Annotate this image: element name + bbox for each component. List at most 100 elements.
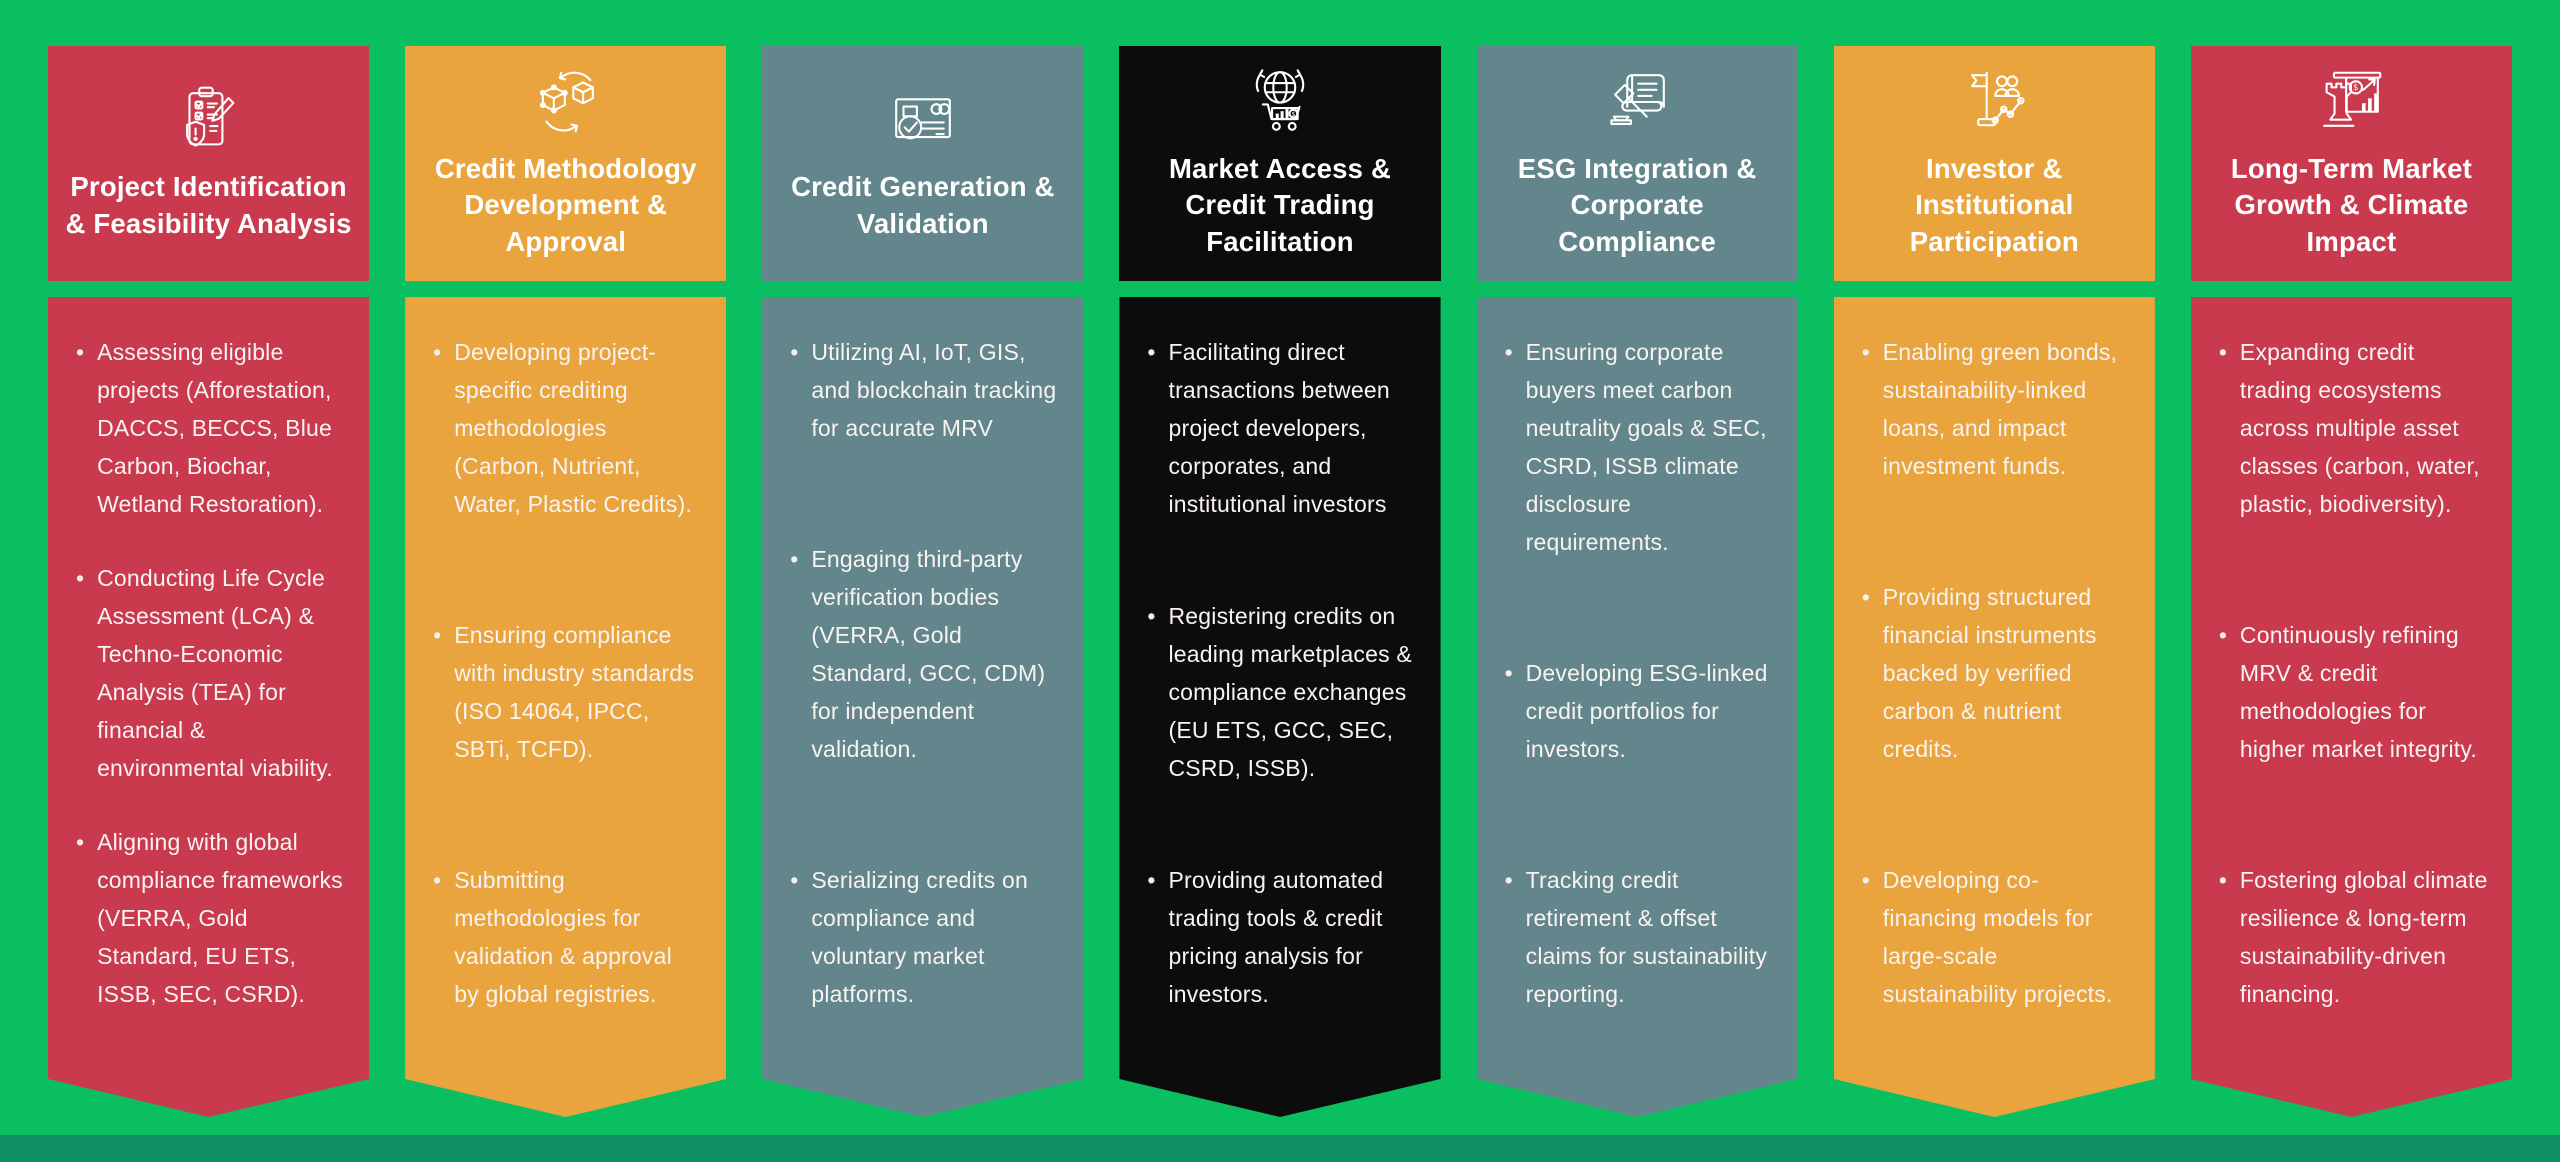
bullet-text: Utilizing AI, IoT, GIS, and blockchain t… [811, 339, 1057, 441]
bullet-text: Continuously refining MRV & credit metho… [2239, 622, 2477, 762]
bullet-list: • Assessing eligible projects (Afforestat… [68, 333, 345, 1013]
bullet-list: • Ensuring corporate buyers meet carbon n… [1497, 333, 1774, 1013]
bullet-marker: • [2218, 867, 2227, 893]
bullet-item: • Ensuring corporate buyers meet carbon n… [1497, 333, 1774, 561]
bullet-marker: • [1147, 603, 1156, 629]
bullet-item: • Developing project-specific crediting m… [425, 333, 702, 523]
cubes-cycle-arrows-icon [527, 63, 605, 141]
column-title: Credit Generation & Validation [791, 171, 1055, 239]
bullet-marker: • [2218, 622, 2227, 648]
bullet-item: • Ensuring compliance with industry stand… [425, 616, 702, 768]
bullet-text: Aligning with global compliance framewor… [97, 829, 343, 1007]
bullet-list: • Utilizing AI, IoT, GIS, and blockchain … [782, 333, 1059, 1013]
column-body: • Expanding credit trading ecosystems acr… [2191, 297, 2512, 1117]
bullet-item: • Utilizing AI, IoT, GIS, and blockchain … [782, 333, 1059, 447]
column-title: Investor & Institutional Participation [1909, 153, 2079, 257]
bullet-text: Ensuring compliance with industry standa… [454, 622, 695, 762]
column-credit-generation: Credit Generation & Validation • Utilizin… [762, 46, 1084, 1117]
bullet-list: • Developing project-specific crediting m… [425, 333, 702, 1013]
bullet-item: •Facilitating direct transactions betwee… [1139, 333, 1416, 523]
column-header: Project Identification & Feasibility Ana… [48, 46, 370, 281]
bullet-item: • Enabling green bonds, sustainability-li… [1854, 333, 2131, 485]
column-body: • Facilitating direct transactions betwee… [1119, 297, 1440, 1117]
bullet-marker: • [1861, 584, 1870, 610]
bullet-marker: • [76, 339, 85, 365]
bullet-marker: • [790, 867, 799, 893]
column-credit-methodology: Credit Methodology Development & Approva… [405, 46, 727, 1117]
chess-rook-chart-icon: $ [2312, 63, 2390, 141]
bullet-item: • Fostering global climate resilience & l… [2211, 861, 2488, 1013]
bullet-item: • Conducting Life Cycle Assessment (LCA) … [68, 559, 345, 787]
column-header: Credit Generation & Validation [762, 46, 1084, 281]
column-long-term-growth: $ Long-Term Market Growth & Climate Impa… [2190, 46, 2512, 1117]
column-header: Investor & Institutional Participation [1833, 46, 2155, 281]
column-investor-participation: Investor & Institutional Participation •… [1833, 46, 2155, 1117]
bullet-text: Facilitating direct transactions between… [1168, 339, 1390, 517]
bullet-text: Submitting methodologies for validation … [454, 867, 672, 1007]
column-title: Long-Term Market Growth & Climate Impact [2230, 153, 2472, 257]
column-header: ESG Integration & Corporate Compliance [1476, 46, 1798, 281]
bullet-text: Enabling green bonds, sustainability-lin… [1882, 339, 2118, 479]
bullet-item: • Developing ESG-linked credit portfolios… [1497, 654, 1774, 768]
bullet-item: • Continuously refining MRV & credit meth… [2211, 616, 2488, 768]
bullet-marker: • [76, 829, 85, 855]
column-body: • Utilizing AI, IoT, GIS, and blockchain … [762, 297, 1083, 1117]
bullet-item: • Registering credits on leading marketpl… [1139, 597, 1416, 787]
svg-text:$: $ [2354, 83, 2359, 93]
column-title: Project Identification & Feasibility Ana… [65, 171, 352, 239]
bullet-item: • Submitting methodologies for validation… [425, 861, 702, 1013]
bullet-item: • Developing co-financing models for larg… [1854, 861, 2131, 1013]
bullet-text: Engaging third-party verification bodies… [811, 546, 1046, 762]
clipboard-checklist-shield-pencil-icon [170, 81, 248, 159]
bullet-marker: • [1504, 867, 1513, 893]
column-header: $ Long-Term Market Growth & Climate Impa… [2190, 46, 2512, 281]
bullet-text: Providing automated trading tools & cred… [1168, 867, 1384, 1007]
column-project-identification: Project Identification & Feasibility Ana… [48, 46, 370, 1117]
bullet-item: •Engaging third-party verification bodie… [782, 540, 1059, 768]
certificate-checkmark-icon [884, 81, 962, 159]
column-title: Credit Methodology Development & Approva… [434, 153, 697, 257]
bullet-marker: • [433, 339, 442, 365]
bullet-marker: • [1504, 339, 1513, 365]
column-body: • Assessing eligible projects (Afforestat… [48, 297, 369, 1117]
bullet-text: Tracking credit retirement & offset clai… [1525, 867, 1768, 1007]
bullet-text: Registering credits on leading marketpla… [1168, 603, 1412, 781]
bullet-text: Developing project-specific crediting me… [454, 339, 693, 517]
column-market-access: $ Market Access & Credit Trading Facilit… [1119, 46, 1441, 1117]
bullet-marker: • [1504, 660, 1513, 686]
column-header: $ Market Access & Credit Trading Facilit… [1119, 46, 1441, 281]
column-header: Credit Methodology Development & Approva… [405, 46, 727, 281]
column-body: • Ensuring corporate buyers meet carbon n… [1477, 297, 1798, 1117]
bullet-item: • Providing structured financial instrume… [1854, 578, 2131, 768]
bullet-text: Developing co-financing models for large… [1882, 867, 2113, 1007]
column-title: Market Access & Credit Trading Facilitat… [1168, 153, 1392, 257]
column-title: ESG Integration & Corporate Compliance [1517, 153, 1757, 257]
bullet-item: • Serializing credits on compliance and v… [782, 861, 1059, 1013]
bullet-marker: • [790, 339, 799, 365]
bullet-item: • Tracking credit retirement & offset cla… [1497, 861, 1774, 1013]
globe-trade-cart-icon: $ [1241, 63, 1319, 141]
bullet-text: Providing structured financial instrumen… [1882, 584, 2097, 762]
bullet-text: Developing ESG-linked credit portfolios … [1525, 660, 1768, 762]
bullet-marker: • [1861, 867, 1870, 893]
gavel-document-icon [1598, 63, 1676, 141]
bullet-text: Assessing eligible projects (Afforestati… [97, 339, 333, 517]
column-body: • Developing project-specific crediting m… [405, 297, 726, 1117]
bullet-item: • Aligning with global compliance framewo… [68, 823, 345, 1013]
bullet-item: • Assessing eligible projects (Afforestat… [68, 333, 345, 523]
bullet-marker: • [433, 867, 442, 893]
bullet-text: Fostering global climate resilience & lo… [2239, 867, 2488, 1007]
column-body: • Enabling green bonds, sustainability-li… [1834, 297, 2155, 1117]
bullet-text: Expanding credit trading ecosystems acro… [2239, 339, 2480, 517]
footer-bar [0, 1135, 2560, 1162]
bullet-item: • Expanding credit trading ecosystems acr… [2211, 333, 2488, 523]
bullet-marker: • [76, 565, 85, 591]
bullet-marker: • [433, 622, 442, 648]
column-esg-integration: ESG Integration & Corporate Compliance •… [1476, 46, 1798, 1117]
flag-people-growth-icon [1955, 63, 2033, 141]
bullet-text: Serializing credits on compliance and vo… [811, 867, 1028, 1007]
bullet-text: Ensuring corporate buyers meet carbon ne… [1525, 339, 1767, 555]
bullet-marker: • [2218, 339, 2227, 365]
bullet-text: Conducting Life Cycle Assessment (LCA) &… [97, 565, 333, 781]
bullet-marker: • [1861, 339, 1870, 365]
